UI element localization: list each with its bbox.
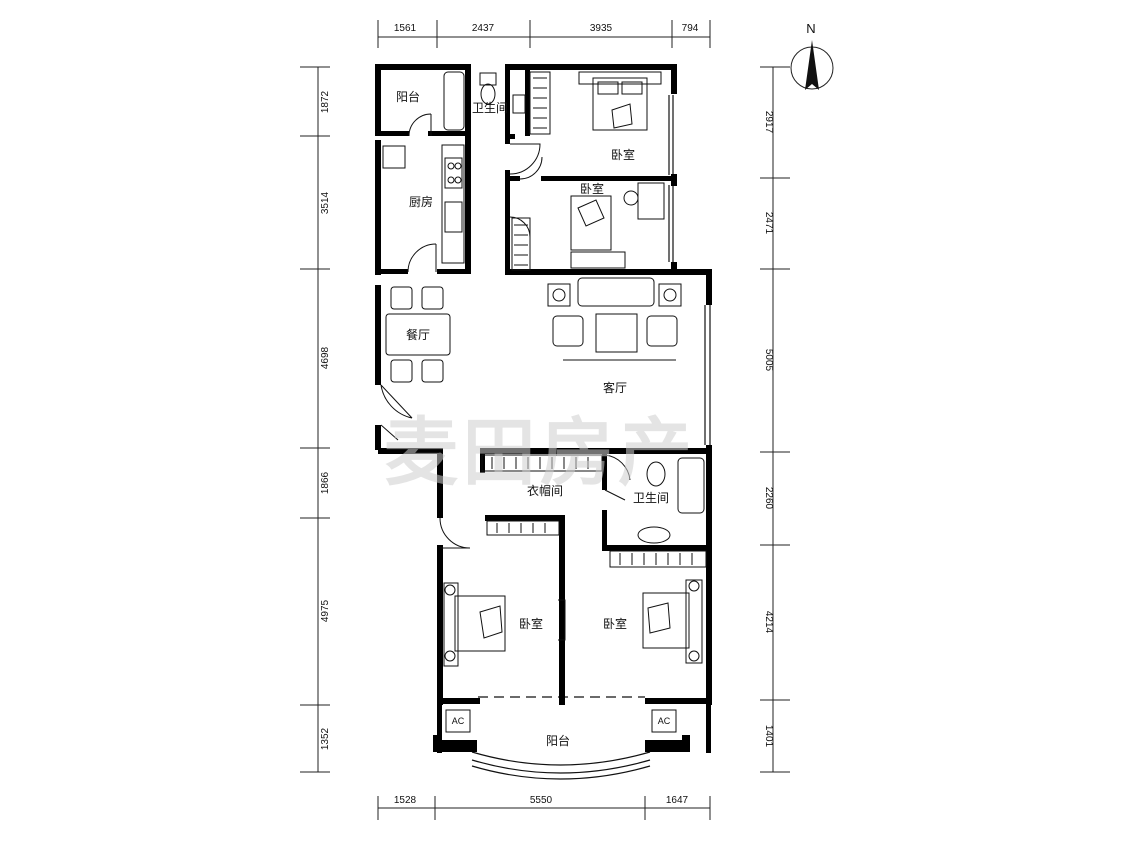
dim-top-4: 794 <box>682 23 699 34</box>
bathtub-mid <box>677 457 705 514</box>
chair-icon <box>623 190 639 206</box>
dining-chair-icon <box>421 286 444 310</box>
room-label-bedroom-bl: 卧室 <box>519 616 543 631</box>
kitchen-sink-icon <box>444 201 463 233</box>
wardrobe-bedroom2 <box>511 217 531 271</box>
fridge-icon <box>382 145 406 169</box>
dim-left-3: 4698 <box>320 346 331 369</box>
room-label-closet: 衣帽间 <box>527 483 563 498</box>
wardrobe-bedroom-br <box>609 550 707 568</box>
dim-left-1: 1872 <box>320 90 331 113</box>
stove-icon <box>444 157 463 189</box>
room-label-kitchen: 厨房 <box>409 194 433 209</box>
dimension-lines <box>300 20 790 820</box>
ac-label-left: AC <box>452 716 465 726</box>
wardrobes <box>481 71 707 568</box>
dining-chair-icon <box>421 359 444 383</box>
dim-left-2: 3514 <box>320 191 331 214</box>
walls <box>375 64 712 753</box>
headboard-bl <box>443 582 459 667</box>
room-label-living: 客厅 <box>603 380 627 395</box>
watermark: 麦田房产 <box>384 410 696 496</box>
room-labels: 阳台 卫生间 卧室 卧室 厨房 餐厅 客厅 衣帽间 卫生间 卧室 卧室 阳台 A… <box>396 89 671 748</box>
dim-left-4: 1866 <box>320 471 331 494</box>
bedside-second <box>570 251 626 269</box>
dim-right-3: 5005 <box>763 349 774 372</box>
dimensions-left: 1872 3514 4698 1866 4975 1352 <box>320 90 331 750</box>
dim-top-1: 1561 <box>394 23 417 34</box>
toilet-mid-icon <box>646 461 666 487</box>
bed-second <box>570 195 612 251</box>
wardrobe-closet-top <box>481 454 603 472</box>
dim-top-3: 3935 <box>590 23 613 34</box>
dim-right-1: 2917 <box>763 111 774 134</box>
kitchen-counter <box>441 144 465 264</box>
dim-right-2: 2471 <box>763 212 774 235</box>
sink-top-icon <box>512 94 526 114</box>
dim-top-2: 2437 <box>472 23 495 34</box>
room-label-bedroom-br: 卧室 <box>603 616 627 631</box>
room-label-bedroom-second: 卧室 <box>580 181 604 196</box>
desk-icon <box>637 182 665 220</box>
dim-left-6: 1352 <box>320 727 331 750</box>
bathtub-top <box>443 71 465 131</box>
room-label-bath-mid: 卫生间 <box>633 491 669 505</box>
furniture <box>382 71 705 733</box>
side-table-icon <box>547 283 571 307</box>
compass: N <box>790 21 834 90</box>
north-label: N <box>806 21 815 36</box>
dim-right-6: 1401 <box>763 725 774 748</box>
toilet-top-icon <box>479 72 497 86</box>
dimensions-top: 1561 2437 3935 794 <box>394 23 699 34</box>
room-label-bath-top: 卫生间 <box>472 101 508 115</box>
north-arrow-icon <box>805 40 819 90</box>
room-label-balcony-bottom: 阳台 <box>546 733 570 748</box>
armchair-icon <box>646 315 678 347</box>
coffee-table <box>595 313 638 353</box>
ac-unit-left <box>445 709 471 733</box>
dimensions-right: 2917 2471 5005 2260 4214 1401 <box>763 111 774 748</box>
armchair-icon <box>552 315 584 347</box>
sink-mid-icon <box>637 526 671 544</box>
dim-bottom-3: 1647 <box>666 795 689 806</box>
dim-left-5: 4975 <box>320 599 331 622</box>
room-label-dining: 餐厅 <box>406 327 430 342</box>
dim-bottom-2: 5550 <box>530 795 553 806</box>
doors <box>380 113 631 641</box>
wardrobe-closet-bottom <box>486 520 560 536</box>
ac-label-right: AC <box>658 716 671 726</box>
dimensions-bottom: 1528 5550 1647 <box>394 795 689 806</box>
side-table-icon <box>658 283 682 307</box>
ac-unit-right <box>651 709 677 733</box>
room-label-balcony-top: 阳台 <box>396 89 420 104</box>
headboard-br <box>685 579 703 664</box>
dining-chair-icon <box>390 359 413 383</box>
bed-top <box>592 77 648 131</box>
dining-table <box>385 313 451 356</box>
headboard-top <box>578 71 662 85</box>
dim-bottom-1: 1528 <box>394 795 417 806</box>
wardrobe-top <box>529 71 551 135</box>
sofa-icon <box>577 277 655 307</box>
bed-br <box>642 592 690 649</box>
dim-right-5: 4214 <box>763 611 774 634</box>
bed-bl <box>454 595 506 652</box>
dining-chair-icon <box>390 286 413 310</box>
room-label-bedroom-top: 卧室 <box>611 147 635 162</box>
dim-right-4: 2260 <box>763 487 774 510</box>
